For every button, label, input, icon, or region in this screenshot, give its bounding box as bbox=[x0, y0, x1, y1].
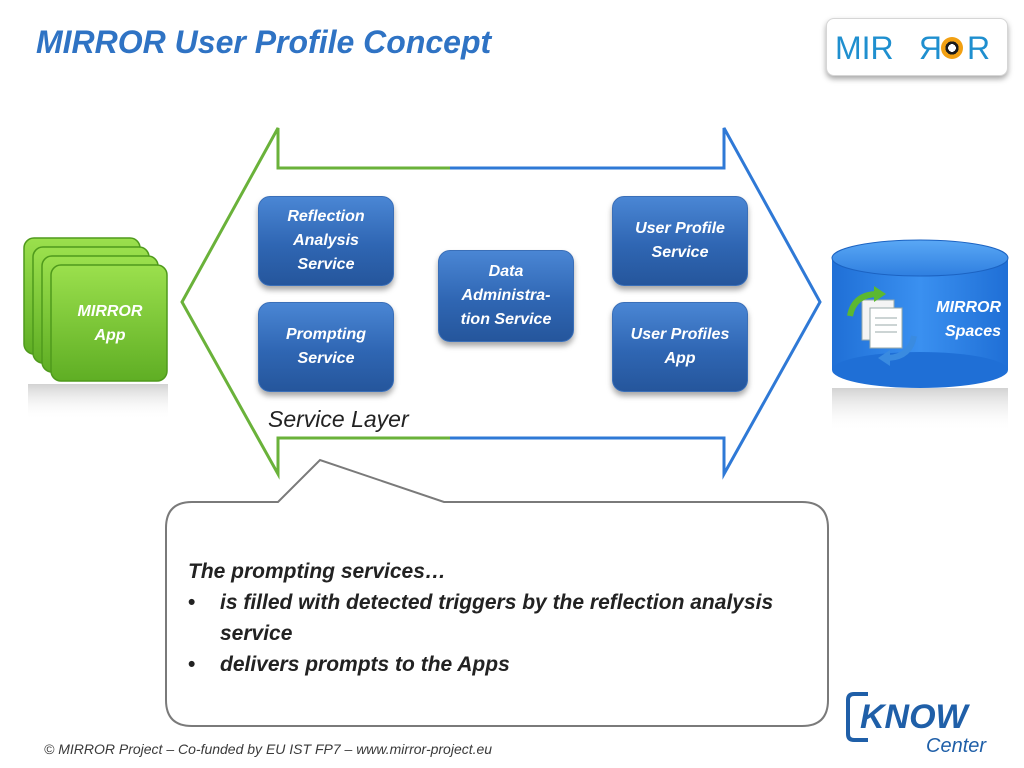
prompting-service-box: Prompting Service bbox=[258, 302, 394, 392]
callout-bullet: • delivers prompts to the Apps bbox=[188, 649, 818, 680]
center-text: Center bbox=[926, 735, 987, 757]
callout-bullet: • is filled with detected triggers by the… bbox=[188, 587, 818, 649]
mirror-app-line2: App bbox=[94, 327, 126, 344]
data-administration-service-box: Data Administra-tion Service bbox=[438, 250, 574, 342]
callout-bullet-text: delivers prompts to the Apps bbox=[220, 653, 510, 676]
svg-text:R: R bbox=[967, 30, 990, 66]
user-profiles-app-box: User Profiles App bbox=[612, 302, 748, 392]
mirror-app-label: MIRROR App bbox=[52, 300, 168, 348]
mirror-spaces-cylinder bbox=[831, 239, 1009, 432]
callout-bullet-text: is filled with detected triggers by the … bbox=[220, 591, 774, 645]
user-profiles-app-label: User Profiles App bbox=[630, 326, 730, 367]
arrow-right-outline bbox=[450, 127, 822, 480]
bullet-dot-icon: • bbox=[188, 591, 196, 614]
know-text: KNOW bbox=[860, 698, 971, 736]
user-profile-service-box: User Profile Service bbox=[612, 196, 748, 286]
callout-text: The prompting services… • is filled with … bbox=[188, 556, 818, 680]
user-profile-service-label: User Profile Service bbox=[635, 220, 725, 261]
bullet-dot-icon: • bbox=[188, 653, 196, 676]
know-center-logo: KNOW Center bbox=[846, 690, 1002, 760]
mirror-spaces-line1: MIRROR bbox=[936, 299, 1001, 316]
data-administration-service-label: Data Administra-tion Service bbox=[460, 263, 552, 328]
prompting-service-label: Prompting Service bbox=[286, 326, 366, 367]
callout-heading: The prompting services… bbox=[188, 560, 446, 583]
reflection-analysis-service-label: Reflection Analysis Service bbox=[287, 208, 365, 273]
mirror-app-stack bbox=[23, 237, 168, 420]
svg-text:R: R bbox=[919, 30, 942, 66]
service-layer-label: Service Layer bbox=[268, 406, 409, 432]
svg-text:MIR: MIR bbox=[835, 30, 894, 66]
callout-bubble bbox=[165, 458, 829, 727]
documents-sync-icon bbox=[847, 286, 917, 366]
mirror-logo: MIR R R R bbox=[826, 18, 1008, 76]
footer-copyright: © MIRROR Project – Co-funded by EU IST F… bbox=[44, 741, 493, 757]
mirror-spaces-line2: Spaces bbox=[944, 323, 1001, 340]
callout-bullet-list: • is filled with detected triggers by the… bbox=[188, 587, 818, 680]
double-arrow bbox=[180, 127, 822, 480]
mirror-app-line1: MIRROR bbox=[77, 303, 143, 320]
arrow-left-outline bbox=[180, 127, 450, 480]
reflection-analysis-service-box: Reflection Analysis Service bbox=[258, 196, 394, 286]
mirror-spaces-label: MIRROR Spaces bbox=[905, 296, 1001, 344]
slide-title: MIRROR User Profile Concept bbox=[36, 24, 492, 60]
